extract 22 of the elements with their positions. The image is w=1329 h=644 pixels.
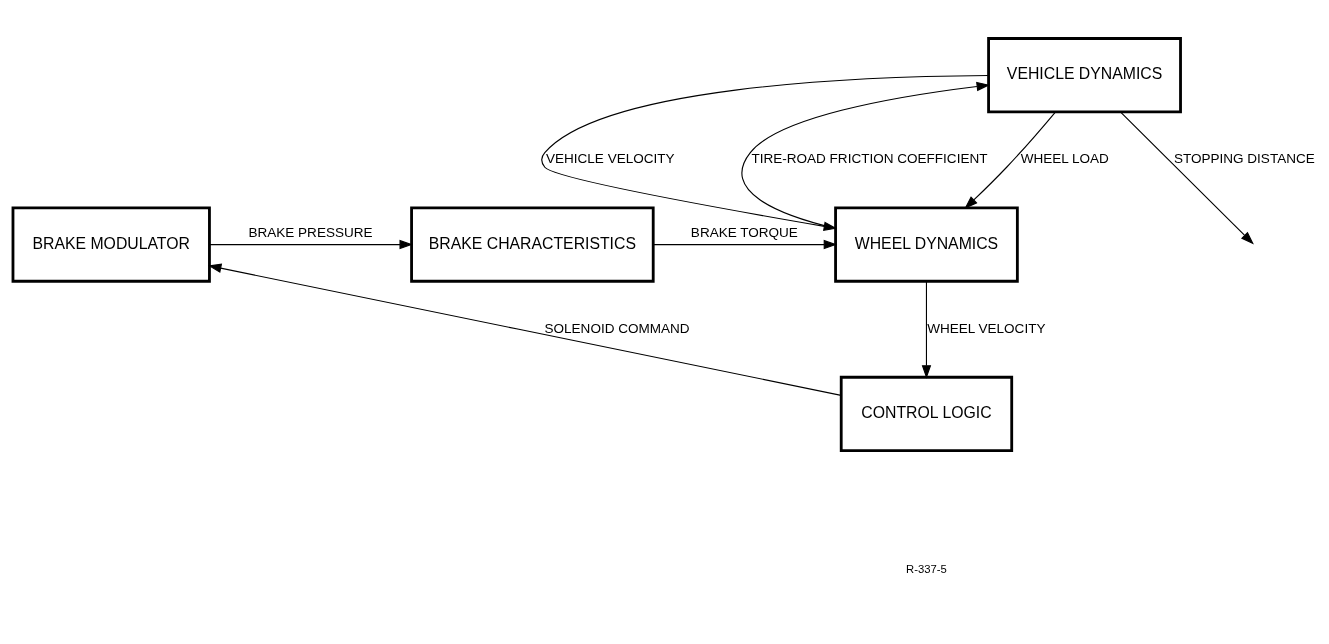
node-box: VEHICLE DYNAMICS <box>987 36 1182 113</box>
arrow <box>964 110 1056 209</box>
edge-label: VEHICLE VELOCITY <box>546 150 675 166</box>
edge-label: WHEEL VELOCITY <box>927 320 1046 336</box>
node-box: WHEEL DYNAMICS <box>834 206 1019 283</box>
edge-label: TIRE-ROAD FRICTION COEFFICIENT <box>751 150 988 166</box>
arrow <box>741 81 991 229</box>
label: R-337-5 <box>906 562 947 575</box>
edge-label: WHEEL LOAD <box>1020 150 1109 166</box>
arrow <box>1120 111 1254 245</box>
node-box: CONTROL LOGIC <box>839 375 1014 452</box>
node-box: BRAKE CHARACTERISTICS <box>410 206 655 283</box>
edge-label: BRAKE PRESSURE <box>248 224 373 240</box>
edge-label: STOPPING DISTANCE <box>1173 150 1315 166</box>
arrow <box>921 280 932 379</box>
arrow <box>541 74 989 231</box>
edge-label: SOLENOID COMMAND <box>544 320 690 336</box>
arrow <box>207 263 842 396</box>
edge-label: BRAKE TORQUE <box>690 224 798 240</box>
arrow <box>209 239 414 249</box>
arrow <box>652 239 838 249</box>
node-box: BRAKE MODULATOR <box>11 206 211 283</box>
